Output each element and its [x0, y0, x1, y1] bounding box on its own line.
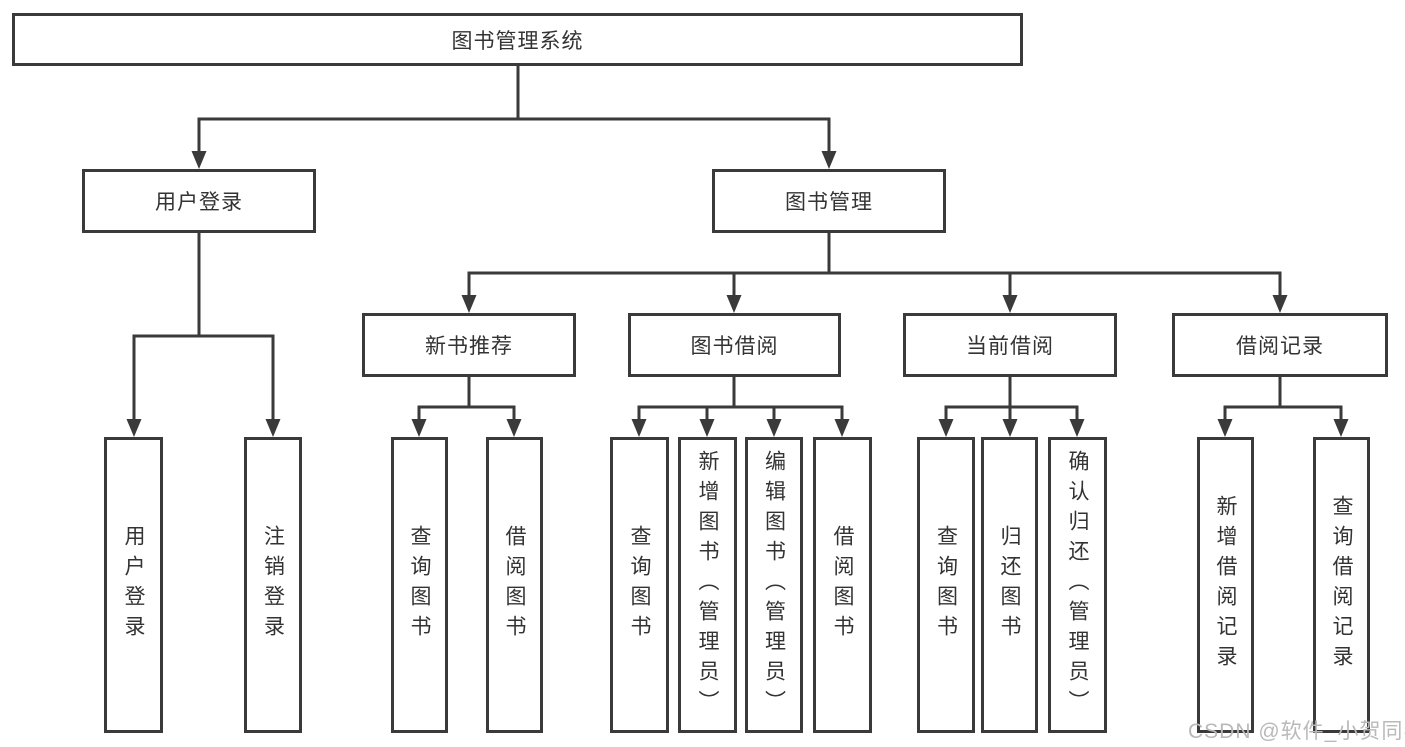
- leaf-add-book-admin: 新增图书（管理员）: [678, 437, 737, 733]
- node-label: 注销登录: [261, 525, 285, 645]
- node-label: 查询图书: [408, 525, 431, 645]
- node-label: 查询图书: [628, 525, 651, 645]
- node-current-borrow: 当前借阅: [903, 313, 1117, 377]
- leaf-confirm-return-admin: 确认归还（管理员）: [1048, 437, 1107, 733]
- node-label: 借阅图书: [831, 525, 854, 645]
- leaf-user-login: 用户登录: [104, 437, 163, 733]
- node-label: 新书推荐: [425, 335, 513, 358]
- node-label: 查询借阅记录: [1330, 495, 1353, 675]
- leaf-borrow-books-recommend: 借阅图书: [486, 437, 543, 733]
- node-label: 图书管理: [785, 191, 873, 214]
- node-book-management: 图书管理: [712, 169, 946, 233]
- csdn-watermark: CSDN @软件_小贺同学: [1188, 720, 1405, 743]
- node-label: 借阅记录: [1236, 335, 1324, 358]
- node-label: 当前借阅: [966, 335, 1054, 358]
- node-label: 图书借阅: [690, 335, 779, 358]
- node-label: 借阅图书: [503, 525, 526, 645]
- node-label: 用户登录: [122, 525, 145, 645]
- node-book-borrow: 图书借阅: [628, 313, 841, 377]
- node-label: 归还图书: [998, 525, 1021, 645]
- leaf-query-borrow-record: 查询借阅记录: [1313, 437, 1370, 733]
- leaf-query-books-borrow: 查询图书: [610, 437, 669, 733]
- leaf-edit-book-admin: 编辑图书（管理员）: [745, 437, 803, 733]
- node-system-root: 图书管理系统: [12, 13, 1023, 66]
- leaf-query-books-current: 查询图书: [917, 437, 975, 733]
- node-user-login-group: 用户登录: [82, 169, 316, 233]
- leaf-query-books-recommend: 查询图书: [391, 437, 448, 733]
- node-borrow-records: 借阅记录: [1172, 313, 1388, 377]
- node-label: 新增图书（管理员）: [696, 450, 719, 720]
- node-label: 查询图书: [934, 525, 958, 645]
- node-label: 编辑图书（管理员）: [762, 450, 786, 720]
- node-new-book-recommend: 新书推荐: [362, 313, 576, 377]
- leaf-add-borrow-record: 新增借阅记录: [1197, 437, 1254, 733]
- node-label: 新增借阅记录: [1214, 495, 1237, 675]
- node-label: 图书管理系统: [451, 29, 584, 53]
- node-label: 用户登录: [155, 191, 243, 214]
- leaf-borrow-books: 借阅图书: [813, 437, 872, 733]
- leaf-logout: 注销登录: [244, 437, 302, 733]
- leaf-return-book: 归还图书: [981, 437, 1038, 733]
- node-label: 确认归还（管理员）: [1066, 450, 1089, 720]
